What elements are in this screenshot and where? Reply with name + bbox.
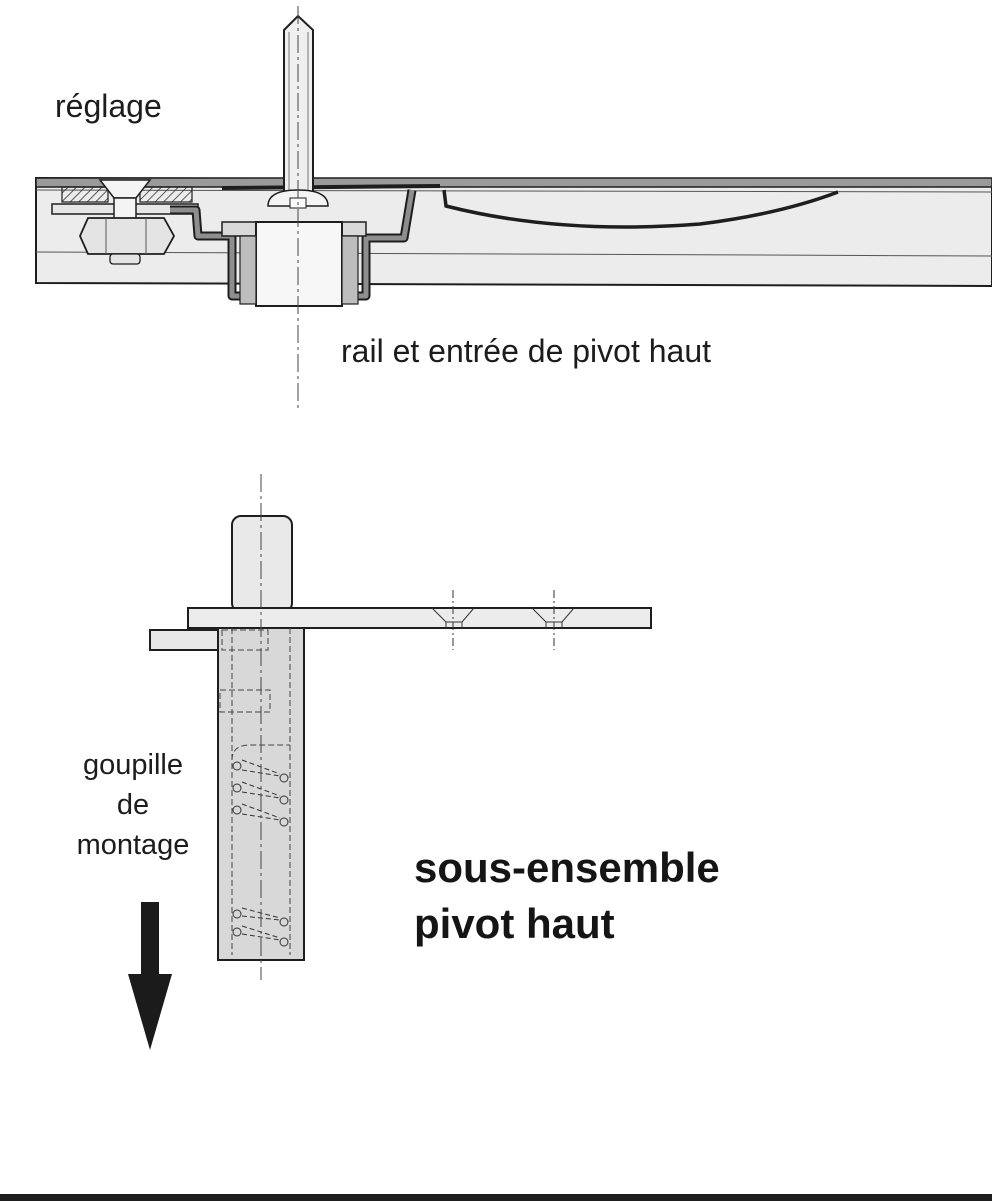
subassembly-title-line: pivot haut (414, 900, 615, 947)
adjustment-label: réglage (55, 88, 162, 124)
mounting-pin-label-line: goupille (83, 749, 183, 781)
bottom-rule (0, 1194, 992, 1201)
mounting-pin-label: goupille de montage (58, 745, 208, 865)
leaf-spring (442, 189, 839, 229)
plate-section-right (139, 186, 193, 203)
pivot-subassembly (149, 474, 652, 980)
mounting-pin-label-line: montage (76, 829, 190, 861)
countersink-holes (431, 590, 575, 650)
pivot-plate (187, 607, 652, 629)
rail-caption: rail et entrée de pivot haut (341, 333, 712, 369)
arrow-down-icon (128, 902, 172, 1050)
pivot-head (231, 515, 293, 613)
adjustment-screw (79, 179, 176, 265)
subassembly-title: sous-ensemble pivot haut (414, 840, 720, 952)
rail-assembly (35, 6, 992, 412)
plate-section-left (61, 186, 109, 203)
mounting-pin-label-line: de (116, 789, 150, 821)
subassembly-title-line: sous-ensemble (414, 844, 720, 891)
